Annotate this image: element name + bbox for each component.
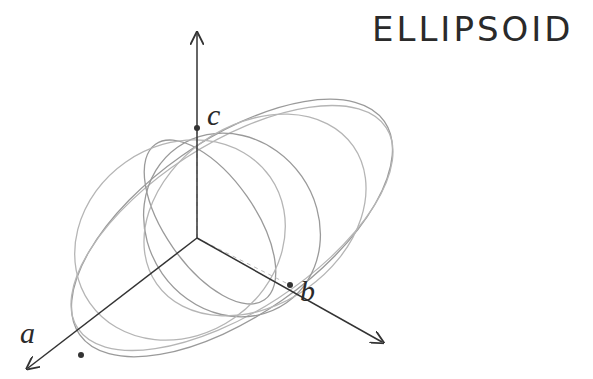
title-text: ELLIPSOID: [372, 12, 573, 46]
axis-label: c: [207, 100, 220, 130]
axis-label: b: [300, 276, 315, 306]
axis-label: a: [20, 318, 35, 348]
